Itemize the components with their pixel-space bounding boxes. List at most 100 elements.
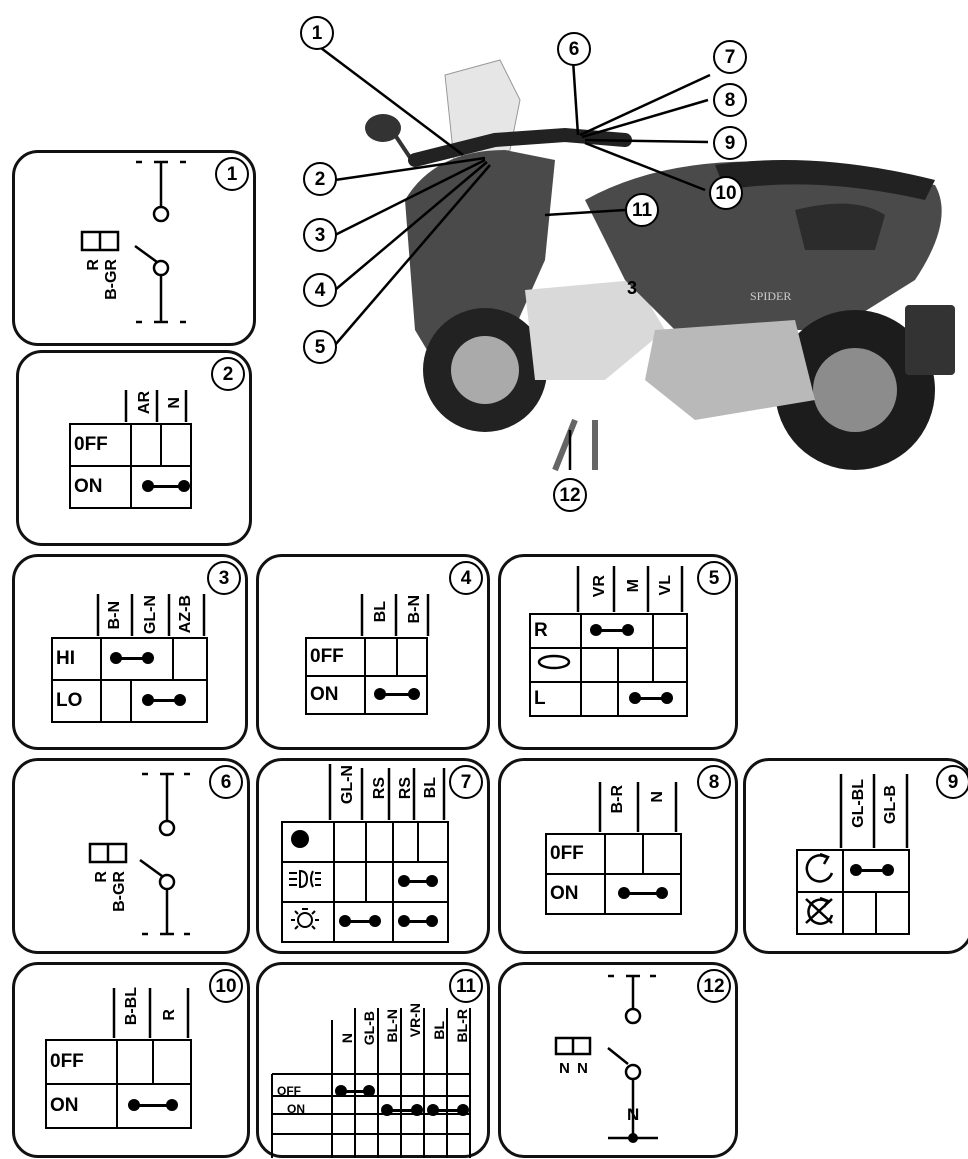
panel-7-row-parking	[281, 861, 335, 903]
panel-12-wire-b: N	[577, 1059, 588, 1076]
panel-7-cell	[333, 861, 367, 903]
panel-9-cell	[875, 891, 910, 935]
panel-11-connection-on-b	[427, 1104, 469, 1116]
panel-7-cell	[392, 821, 419, 863]
panel-8-cell	[604, 833, 644, 875]
panel-11-row-on: ON	[287, 1102, 305, 1116]
parking-light-icon	[289, 869, 321, 889]
panel-8-row-off: 0FF	[545, 833, 606, 875]
panel-4-connection	[364, 675, 428, 715]
panel-10-header-lines	[112, 988, 190, 1038]
panel-10-row-off: 0FF	[45, 1039, 118, 1085]
callout-1: 1	[300, 16, 334, 50]
panel-6-number: 6	[209, 765, 243, 799]
starter-disabled-icon	[805, 896, 834, 925]
panel-12-switch: 12 N N N	[498, 962, 738, 1158]
panel-5-row-l: L	[529, 681, 582, 717]
panel-4-header-lines	[360, 594, 430, 636]
panel-10-connection	[116, 1083, 192, 1129]
panel-5-row-r: R	[529, 613, 582, 649]
headlight-icon	[291, 908, 319, 930]
panel-2-number: 2	[211, 357, 245, 391]
callout-6: 6	[557, 32, 591, 66]
panel-4-row-on: ON	[305, 675, 366, 715]
panel-3-grid: HI LO	[51, 637, 208, 723]
panel-10-number: 10	[209, 969, 243, 1003]
panel-1-switch-symbol	[80, 160, 186, 324]
panel-2-cell	[130, 423, 162, 467]
scooter-brand-text: SPIDER	[750, 289, 791, 303]
panel-5-header-lines	[576, 566, 684, 612]
panel-7-table: 7 GL-N RS RS BL	[256, 758, 490, 954]
callout-4: 4	[303, 273, 337, 307]
panel-7-row-off	[281, 821, 335, 863]
panel-10-row-on: ON	[45, 1083, 118, 1129]
panel-7-row-headlight	[281, 901, 335, 943]
panel-4-cell	[396, 637, 428, 677]
panel-5-table: 5 VR M VL R L	[498, 554, 738, 750]
panel-8-number: 8	[697, 765, 731, 799]
panel-10-grid: 0FF ON	[45, 1039, 192, 1129]
panel-12-bottom-wire: N	[627, 1105, 640, 1124]
panel-5-cell	[652, 647, 688, 683]
panel-9-grid	[796, 849, 910, 935]
panel-3-cell	[172, 637, 208, 681]
panel-2-row-on: ON	[69, 465, 132, 509]
panel-8-cell	[642, 833, 682, 875]
panel-3-row-hi: HI	[51, 637, 102, 681]
callout-12: 12	[553, 478, 587, 512]
panel-10-cell	[152, 1039, 192, 1085]
panel-3-row-lo: LO	[51, 679, 102, 723]
panel-8-connection	[604, 873, 682, 915]
panel-11-table: 11 N GL-B BL-N VR-N BL BL-R OFF ON	[256, 962, 490, 1158]
panel-5-grid: R L	[529, 613, 688, 717]
callout-11: 11	[625, 193, 659, 227]
panel-4-number: 4	[449, 561, 483, 595]
panel-11-connection-off	[335, 1085, 375, 1097]
callout-3: 3	[303, 218, 337, 252]
callout-8: 8	[713, 83, 747, 117]
panel-3-number: 3	[207, 561, 241, 595]
panel-3-header-lines	[96, 594, 206, 636]
panel-2-row-off: 0FF	[69, 423, 132, 467]
scooter-frame-number: 3	[627, 278, 637, 298]
panel-7-cell	[365, 821, 394, 863]
panel-7-cell	[417, 821, 449, 863]
panel-7-number: 7	[449, 765, 483, 799]
panel-5-row-neutral	[529, 647, 582, 683]
panel-12-switch-symbol	[554, 974, 658, 1143]
panel-4-table: 4 BL B-N 0FF ON	[256, 554, 490, 750]
callout-7: 7	[713, 40, 747, 74]
panel-9-cell	[842, 891, 877, 935]
panel-5-connection-l	[617, 681, 688, 717]
panel-2-grid: 0FF ON	[69, 423, 192, 509]
panel-11-connection-on-a	[381, 1104, 423, 1116]
panel-6-wire-a: R	[93, 871, 110, 883]
panel-11-number: 11	[449, 969, 483, 1003]
panel-7-connection-headlight-a	[333, 901, 394, 943]
panel-6-switch-symbol	[88, 772, 190, 936]
panel-9-number: 9	[936, 765, 968, 799]
panel-5-cell	[579, 647, 620, 683]
panel-5-cell	[579, 681, 620, 717]
panel-8-grid: 0FF ON	[545, 833, 682, 915]
callout-9: 9	[713, 126, 747, 160]
panel-9-row-nostart	[796, 891, 844, 935]
panel-6-wire-b: B-GR	[111, 871, 128, 912]
panel-7-header-lines	[328, 764, 446, 820]
panel-10-cell	[116, 1039, 154, 1085]
panel-10-table: 10 B-BL R 0FF ON	[12, 962, 250, 1158]
panel-5-cell	[617, 647, 654, 683]
panel-6-switch: 6 R B-GR	[12, 758, 250, 954]
panel-2-connection	[130, 465, 192, 509]
scooter-drawing: SPIDER 3	[316, 44, 955, 472]
panel-1-switch: 1 R B-GR	[12, 150, 256, 346]
panel-3-connection-hi	[100, 637, 174, 681]
panel-12-number: 12	[697, 969, 731, 1003]
panel-2-table: 2 AR N 0FF ON	[16, 350, 252, 546]
callout-2: 2	[303, 162, 337, 196]
panel-7-connection-headlight-b	[392, 901, 449, 943]
panel-4-grid: 0FF ON	[305, 637, 428, 715]
panel-7-off-icon	[291, 830, 309, 848]
callout-10: 10	[709, 176, 743, 210]
